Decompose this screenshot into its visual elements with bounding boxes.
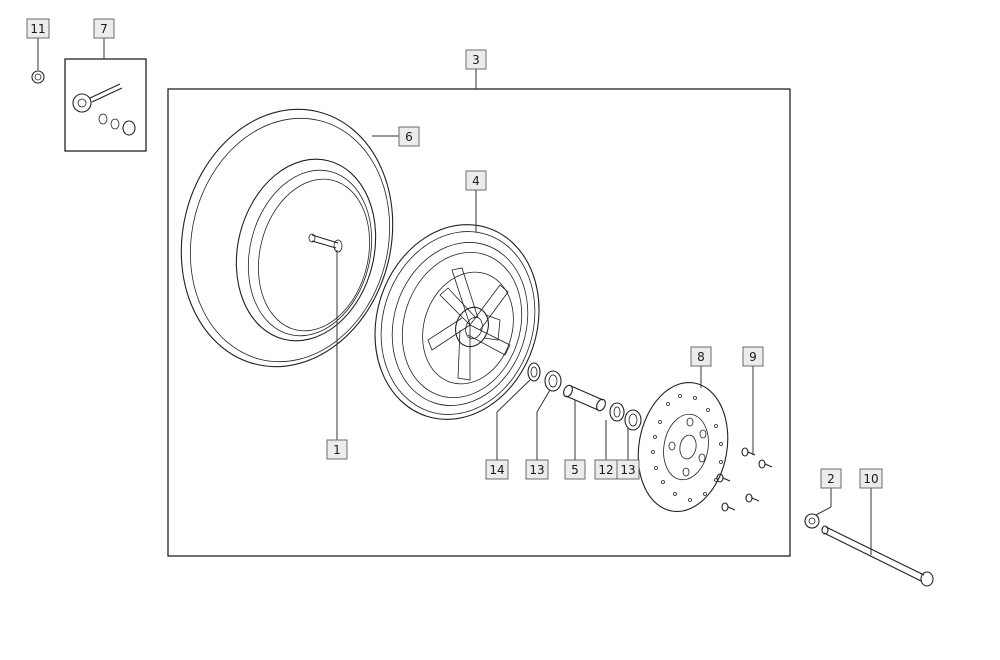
callout-7-text: 7: [100, 22, 108, 36]
callout-4: 4: [465, 170, 487, 191]
callout-3-text: 3: [472, 53, 480, 67]
callout-11-text: 11: [30, 22, 45, 36]
callout-1: 1: [326, 439, 348, 460]
callout-2-text: 2: [827, 472, 835, 486]
callout-14-text: 14: [489, 463, 504, 477]
tire: [180, 108, 394, 368]
callout-8-text: 8: [697, 350, 705, 364]
bearing-14: [527, 362, 541, 382]
assembly-frame: [167, 88, 791, 557]
seal-12: [609, 402, 625, 422]
bearing-13-right: [624, 409, 642, 431]
callout-13-right: 13: [616, 459, 640, 480]
callout-12: 12: [594, 459, 618, 480]
callout-7: 7: [93, 18, 115, 39]
callout-3: 3: [465, 49, 487, 70]
callout-5: 5: [564, 459, 586, 480]
callout-12-text: 12: [598, 463, 613, 477]
bearing-13-left: [544, 370, 562, 392]
leader-lines: [37, 38, 872, 555]
callout-13-left-text: 13: [529, 463, 544, 477]
callout-8: 8: [690, 346, 712, 367]
tube-valve: [308, 233, 343, 253]
callout-14: 14: [485, 459, 509, 480]
valve-kit-frame: [64, 58, 147, 152]
callout-5-text: 5: [571, 463, 579, 477]
callout-4-text: 4: [472, 174, 480, 188]
disc-bolts: [716, 447, 773, 512]
brake-disc: [637, 381, 729, 513]
callout-6: 6: [398, 126, 420, 147]
axle: [821, 525, 934, 587]
valve-kit: [72, 83, 136, 136]
callout-13-right-text: 13: [620, 463, 635, 477]
callout-10-text: 10: [863, 472, 878, 486]
callout-9-text: 9: [749, 350, 757, 364]
callout-6-text: 6: [405, 130, 413, 144]
callout-2: 2: [820, 468, 842, 489]
axle-nut: [804, 513, 820, 529]
callout-1-text: 1: [333, 443, 341, 457]
rim: [374, 224, 540, 420]
callout-11: 11: [26, 18, 50, 39]
callout-13-left: 13: [525, 459, 549, 480]
callout-9: 9: [742, 346, 764, 367]
nut-11: [31, 70, 45, 84]
spacer-tube-5: [563, 384, 606, 412]
callout-10: 10: [859, 468, 883, 489]
